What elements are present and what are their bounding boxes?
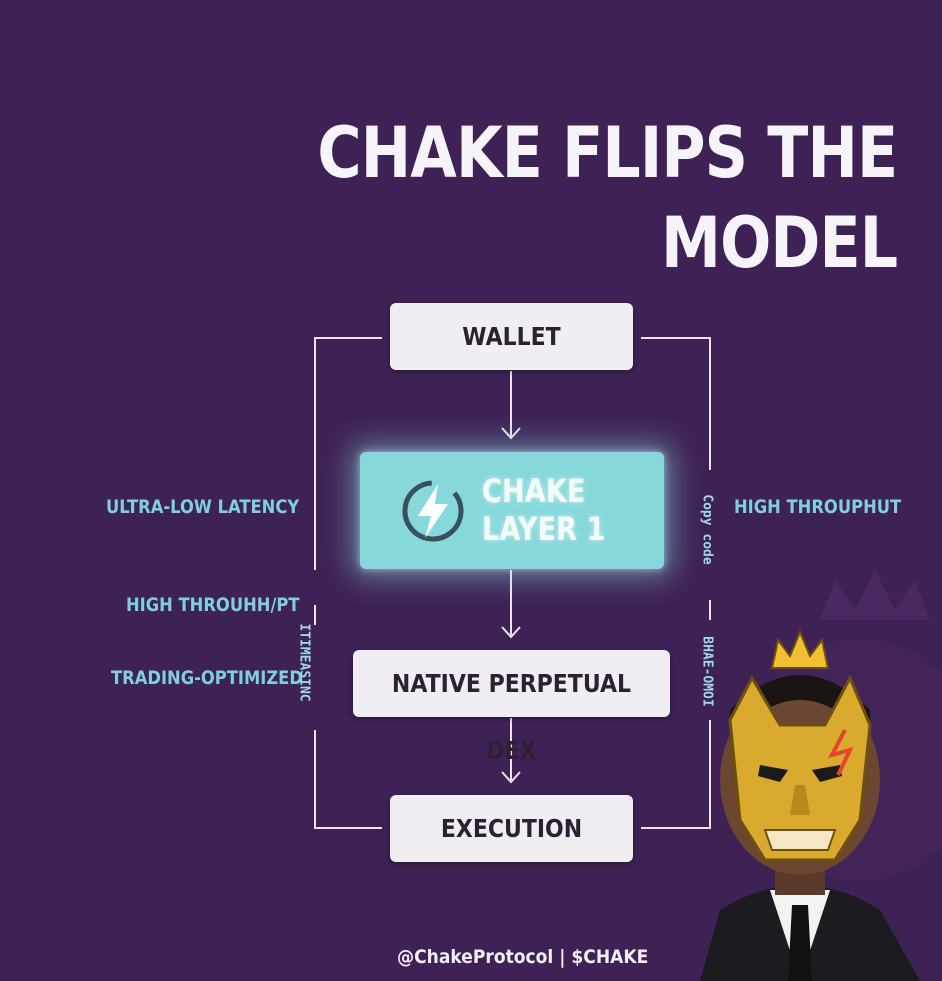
wallet-node: WALLET: [390, 303, 633, 370]
page-title: CHAKE FLIPS THE MODEL: [317, 112, 898, 284]
label-throughput-left: HIGH THROUHH/PT: [126, 594, 300, 616]
label-trading-optimized: TRADING-OPTIMIZED: [111, 667, 303, 689]
vertical-label-right-top: Copy code: [699, 494, 715, 565]
label-latency: ULTRA-LOW LATENCY: [106, 496, 300, 518]
layer1-line2: LAYER 1: [482, 510, 606, 548]
execution-node: EXECUTION: [390, 795, 633, 862]
mascot-avatar: [700, 570, 942, 981]
label-throughput-right: HIGH THROUPHUT: [734, 496, 902, 518]
lightning-bolt-icon: [402, 480, 464, 542]
vertical-label-left: ITIMEASINC: [296, 623, 312, 702]
chake-layer1-node: CHAKE LAYER 1: [360, 452, 664, 569]
layer1-line1: CHAKE: [482, 472, 586, 510]
footer-handle: @ChakeProtocol | $CHAKE: [397, 946, 649, 968]
dex-node: NATIVE PERPETUAL DEX: [353, 650, 670, 765]
